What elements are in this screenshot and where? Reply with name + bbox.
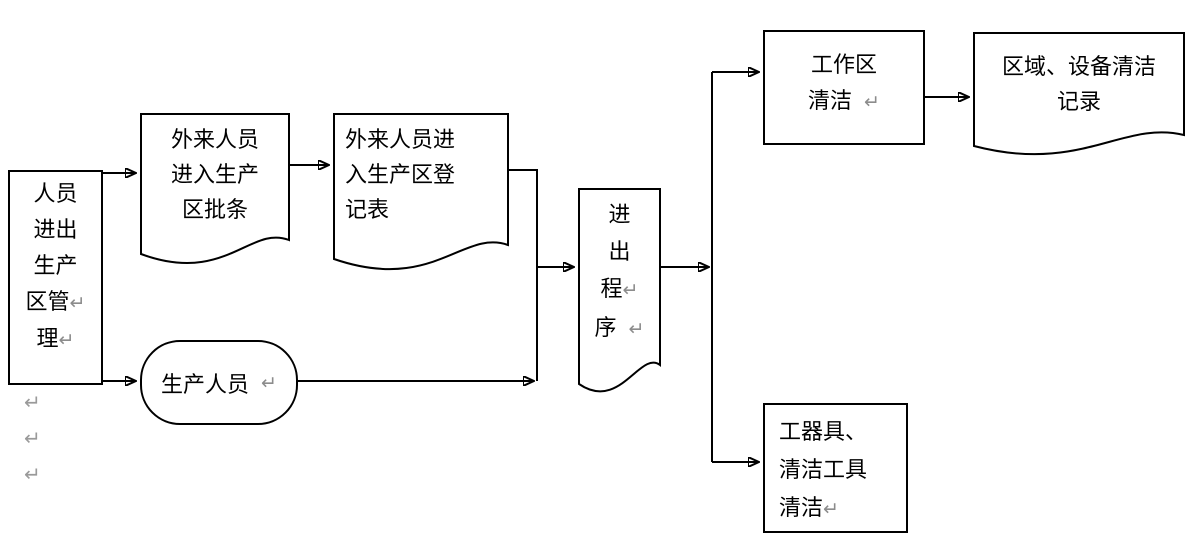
document-shape xyxy=(333,113,509,271)
text: 理 xyxy=(36,326,59,351)
node-production-staff: 生产人员 ↵ xyxy=(140,340,298,425)
node-outsider-entry-register: 外来人员进 入生产区登 记表 xyxy=(333,113,509,278)
text-line: 进 xyxy=(578,196,661,233)
node-tools-cleaning: 工器具、 清洁工具 清洁↵ xyxy=(763,403,908,533)
text: 进出 xyxy=(33,217,78,242)
text-line: 记表 xyxy=(345,192,509,227)
node-workspace-cleaning: 工作区 清洁 ↵ xyxy=(763,30,925,145)
node-outsider-entry-slip: 外来人员 进入生产 区批条 xyxy=(140,113,290,273)
line-break-mark: ↵ xyxy=(261,371,277,394)
text-line: 区批条 xyxy=(140,192,290,227)
line-break-mark: ↵ xyxy=(58,329,75,351)
text-line: 区域、设备清洁 xyxy=(973,49,1185,84)
text-line: 区管↵ xyxy=(10,284,101,321)
line-break-mark: ↵ xyxy=(823,498,839,520)
document-shape xyxy=(140,113,290,265)
text: 程 xyxy=(600,276,623,301)
text: 序 xyxy=(594,315,617,340)
text-line: 工作区 xyxy=(765,47,923,83)
text: 清洁 xyxy=(808,88,853,113)
text: 记表 xyxy=(345,197,390,222)
node-personnel-entry-exit-management: 人员 进出 生产 区管↵ 理↵ xyxy=(8,170,103,385)
text-line: 外来人员 xyxy=(140,122,290,157)
text: 工作区 xyxy=(810,52,877,77)
line-break-mark: ↵ xyxy=(864,91,880,113)
connector-register-down xyxy=(509,169,538,381)
text-line: 记录 xyxy=(973,84,1185,119)
text: 生产人员 xyxy=(161,371,250,397)
text-line: 入生产区登 xyxy=(345,157,509,192)
line-break-mark: ↵ xyxy=(24,390,41,414)
text-line: 清洁工具 xyxy=(779,451,906,489)
text: 进入生产 xyxy=(170,162,259,187)
text: 清洁工具 xyxy=(779,457,868,482)
text-line: 生产 xyxy=(10,248,101,284)
document-shape xyxy=(578,188,661,393)
text: 入生产区登 xyxy=(345,162,456,187)
line-break-mark: ↵ xyxy=(24,462,41,486)
text-line: 进入生产 xyxy=(140,157,290,192)
text-line: 外来人员进 xyxy=(345,122,509,157)
text-line: 清洁↵ xyxy=(779,489,906,528)
text: 外来人员 xyxy=(170,127,259,152)
text-line: 人员 xyxy=(10,176,101,212)
node-entry-exit-procedure: 进 出 程↵ 序↵ xyxy=(578,188,661,410)
text-line: 序↵ xyxy=(578,309,661,348)
text: 记录 xyxy=(1056,89,1101,114)
text-line: 工器具、 xyxy=(779,413,906,451)
node-area-equipment-cleaning-record: 区域、设备清洁 记录 xyxy=(973,32,1185,162)
text-line: 理↵ xyxy=(10,321,101,358)
text: 清洁 xyxy=(779,495,824,520)
text: 出 xyxy=(608,239,631,264)
text: 区管 xyxy=(25,289,70,314)
text: 生产 xyxy=(33,253,78,278)
text-line: 出 xyxy=(578,233,661,270)
text-line: 进出 xyxy=(10,212,101,248)
line-break-mark: ↵ xyxy=(628,318,645,340)
text-line: 清洁 ↵ xyxy=(765,83,923,120)
text: 人员 xyxy=(33,181,78,206)
text: 工器具、 xyxy=(779,419,868,444)
line-break-mark: ↵ xyxy=(69,292,86,314)
line-break-mark: ↵ xyxy=(24,426,41,450)
text: 进 xyxy=(608,202,631,227)
text: 区域、设备清洁 xyxy=(1001,54,1156,79)
text: 外来人员进 xyxy=(345,127,456,152)
line-break-mark: ↵ xyxy=(622,279,639,301)
text-line: 程↵ xyxy=(578,270,661,309)
text: 区批条 xyxy=(181,197,248,222)
text-line: 生产人员 ↵ xyxy=(142,342,296,423)
document-shape xyxy=(973,32,1185,156)
